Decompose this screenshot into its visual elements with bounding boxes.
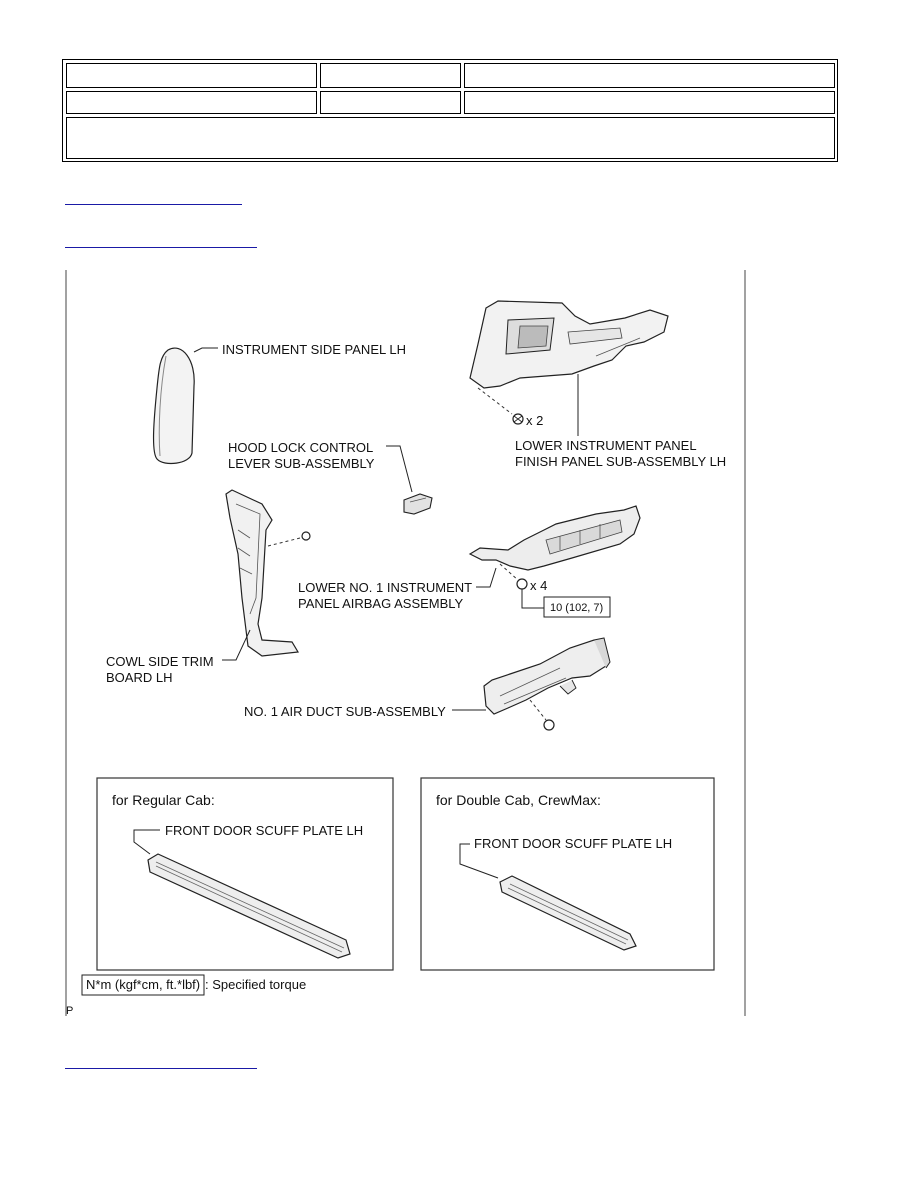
header-cell	[66, 63, 317, 88]
legend-unit: N*m (kgf*cm, ft.*lbf)	[86, 977, 200, 992]
parts-illustration: INSTRUMENT SIDE PANEL LH x 2 LOWER INSTR…	[0, 268, 918, 1020]
nav-link[interactable]	[65, 204, 242, 205]
screw-icon	[512, 413, 524, 425]
cowl-side-trim-drawing	[225, 489, 299, 657]
header-cell	[66, 91, 317, 114]
label-cowl-2: BOARD LH	[106, 670, 172, 685]
qty-x2: x 2	[526, 413, 543, 428]
bolt-icon	[516, 578, 528, 590]
label-hood-lock-1: HOOD LOCK CONTROL	[228, 440, 373, 455]
nav-link[interactable]	[65, 247, 257, 248]
label-instrument-side-panel: INSTRUMENT SIDE PANEL LH	[222, 342, 406, 357]
double-cab-title: for Double Cab, CrewMax:	[436, 792, 601, 808]
regular-cab-box	[96, 777, 394, 971]
regular-cab-title: for Regular Cab:	[112, 792, 215, 808]
lower-instrument-panel-drawing	[469, 300, 669, 389]
air-duct-drawing	[483, 637, 611, 715]
label-air-duct: NO. 1 AIR DUCT SUB-ASSEMBLY	[244, 704, 446, 719]
torque-value: 10 (102, 7)	[550, 602, 603, 614]
regular-cab-part-label: FRONT DOOR SCUFF PLATE LH	[165, 823, 363, 838]
header-cell	[320, 63, 461, 88]
scuff-plate-short-drawing	[499, 875, 637, 951]
header-table	[62, 59, 838, 162]
figure-code: P	[66, 1005, 73, 1017]
scuff-plate-long-drawing	[147, 853, 351, 959]
label-airbag-2: PANEL AIRBAG ASSEMBLY	[298, 596, 464, 611]
bolt-icon	[543, 719, 555, 731]
legend-text: : Specified torque	[205, 977, 306, 992]
qty-x4: x 4	[530, 578, 547, 593]
header-cell	[464, 63, 835, 88]
instrument-side-panel-drawing	[152, 347, 195, 465]
label-lower-instr-panel-2: FINISH PANEL SUB-ASSEMBLY LH	[515, 454, 726, 469]
header-cell	[464, 91, 835, 114]
label-cowl-1: COWL SIDE TRIM	[106, 654, 214, 669]
header-cell-wide	[66, 117, 835, 159]
clip-icon	[301, 531, 311, 541]
double-cab-part-label: FRONT DOOR SCUFF PLATE LH	[474, 836, 672, 851]
hood-lock-lever-drawing	[403, 493, 433, 515]
nav-link[interactable]	[65, 1068, 257, 1069]
label-lower-instr-panel-1: LOWER INSTRUMENT PANEL	[515, 438, 697, 453]
label-hood-lock-2: LEVER SUB-ASSEMBLY	[228, 456, 375, 471]
header-cell	[320, 91, 461, 114]
airbag-assembly-drawing	[468, 505, 641, 571]
label-airbag-1: LOWER NO. 1 INSTRUMENT	[298, 580, 472, 595]
double-cab-box	[420, 777, 715, 971]
